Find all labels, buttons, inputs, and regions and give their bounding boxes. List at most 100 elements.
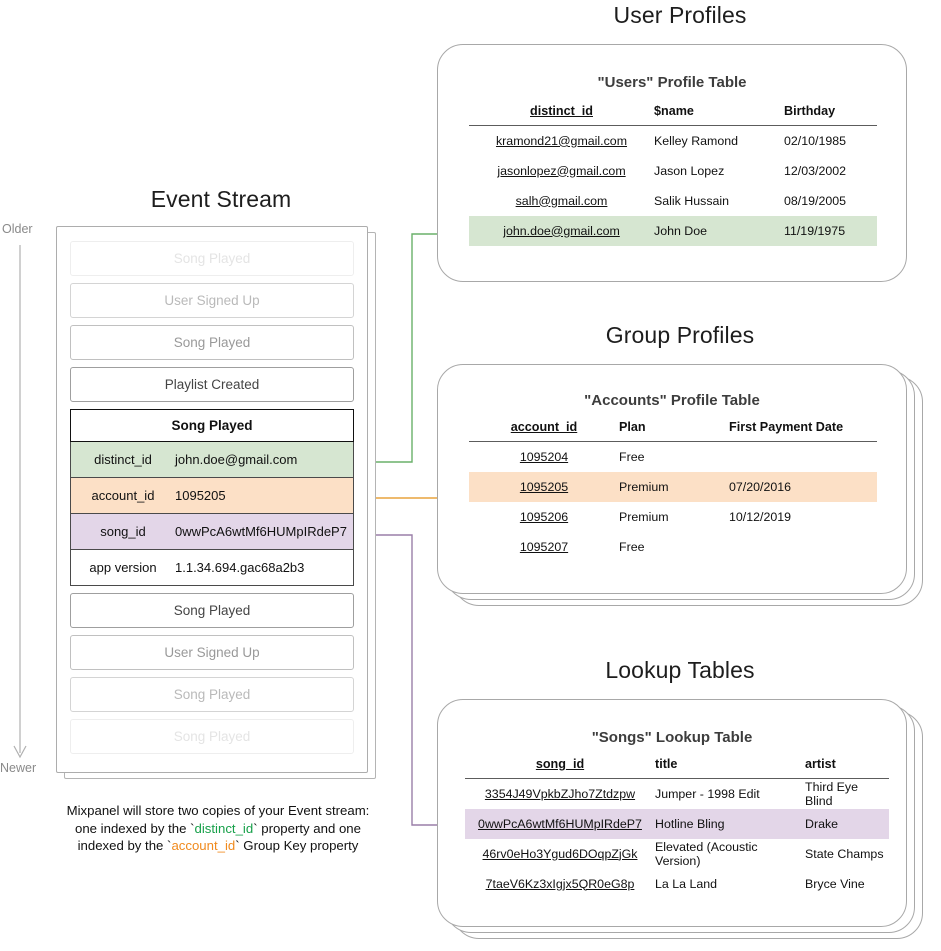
event-item[interactable]: Song Played — [70, 241, 354, 276]
event-item-label: User Signed Up — [164, 293, 260, 308]
selected-event-properties: distinct_id john.doe@gmail.com account_id 1… — [70, 442, 354, 586]
event-property-value: 1.1.34.694.gac68a2b3 — [175, 560, 305, 575]
table-row[interactable]: salh@gmail.com Salik Hussain 08/19/2005 — [469, 186, 877, 216]
table-cell: State Champs — [805, 846, 884, 861]
songs-table[interactable]: song_id title artist 3354J49VpkbZJho7Ztdzp… — [465, 757, 889, 899]
event-item-label: Song Played — [173, 335, 251, 350]
table-cell-key: salh@gmail.com — [515, 193, 608, 208]
event-item[interactable]: Playlist Created — [70, 367, 354, 402]
event-item[interactable]: User Signed Up — [70, 283, 354, 318]
column-header-label: distinct_id — [530, 104, 593, 118]
event-item-label: Song Played — [173, 687, 251, 702]
table-cell: Salik Hussain — [654, 193, 730, 208]
table-cell-key: 7taeV6Kz3xIgjx5QR0eG8p — [485, 876, 635, 891]
event-item[interactable]: Song Played — [70, 593, 354, 628]
table-cell: 0wwPcA6wtMf6HUMpIRdeP7 — [465, 808, 655, 839]
table-cell: Jumper - 1998 Edit — [655, 786, 760, 801]
songs-table-header-row: song_id title artist — [465, 757, 889, 779]
table-cell: 7taeV6Kz3xIgjx5QR0eG8p — [465, 869, 655, 899]
caption-line-2-post: ` property and one — [253, 820, 361, 836]
table-cell: Premium — [619, 509, 669, 524]
event-property-key: distinct_id — [94, 452, 152, 467]
table-cell: 08/19/2005 — [784, 193, 847, 208]
event-property-key: song_id — [100, 524, 146, 539]
column-header: title — [655, 757, 678, 771]
caption-line-2: one indexed by the `distinct_id` propert… — [33, 820, 403, 838]
table-row[interactable]: 46rv0eHo3Ygud6DOqpZjGk Elevated (Acoustic… — [465, 839, 889, 869]
event-stream-caption: Mixpanel will store two copies of your E… — [33, 802, 403, 855]
table-cell-key: 46rv0eHo3Ygud6DOqpZjGk — [482, 846, 638, 861]
caption-line-2-pre: one indexed by the ` — [75, 820, 195, 836]
column-header-label: account_id — [510, 420, 578, 434]
table-cell: 1095207 — [469, 532, 619, 562]
table-cell: 1095204 — [469, 442, 619, 472]
table-cell: Free — [619, 539, 645, 554]
event-item[interactable]: Song Played — [70, 677, 354, 712]
event-property-row: app version 1.1.34.694.gac68a2b3 — [70, 550, 354, 586]
event-item-label: Song Played — [173, 729, 251, 744]
column-header-label: song_id — [535, 757, 585, 771]
event-item-label: Playlist Created — [164, 377, 260, 392]
event-item[interactable]: User Signed Up — [70, 635, 354, 670]
selected-event-card[interactable]: Song Played distinct_id john.doe@gmail.co… — [70, 409, 354, 586]
table-cell-key: jasonlopez@gmail.com — [497, 163, 626, 178]
songs-table-title: "Songs" Lookup Table — [591, 729, 753, 746]
caption-token-distinct-id: distinct_id — [194, 820, 254, 836]
event-item[interactable]: Song Played — [70, 719, 354, 754]
table-cell: jasonlopez@gmail.com — [469, 156, 654, 186]
table-cell: Kelley Ramond — [654, 133, 739, 148]
timeline-older-label: Older — [2, 222, 33, 236]
table-cell: John Doe — [654, 215, 784, 246]
selected-event-title: Song Played — [70, 409, 354, 442]
lookup-tables-title: Lookup Tables — [605, 657, 755, 683]
table-cell: Premium — [619, 471, 729, 502]
column-header: account_id — [469, 420, 619, 442]
event-property-row: distinct_id john.doe@gmail.com — [70, 442, 354, 478]
table-cell: Elevated (Acoustic Version) — [655, 839, 758, 868]
group-profiles-title: Group Profiles — [605, 322, 755, 348]
event-property-key: account_id — [91, 488, 155, 503]
table-cell: Drake — [805, 808, 889, 839]
column-header: distinct_id — [469, 104, 654, 126]
event-property-value: 1095205 — [175, 488, 226, 503]
table-cell: 10/12/2019 — [729, 509, 792, 524]
lookup-tables-panel: "Songs" Lookup Table song_id title artist … — [437, 699, 927, 947]
table-cell-key: 1095204 — [519, 449, 569, 464]
column-header: song_id — [465, 757, 655, 779]
event-property-key: app version — [89, 560, 157, 575]
table-cell-key: 1095205 — [519, 479, 569, 494]
table-cell-key: 1095206 — [519, 509, 569, 524]
table-row[interactable]: 1095206 Premium 10/12/2019 — [469, 502, 877, 532]
caption-line-3-post: ` Group Key property — [235, 838, 359, 853]
column-header: artist — [805, 757, 836, 771]
caption-line-3-pre: indexed by the ` — [77, 838, 172, 853]
table-cell: Hotline Bling — [655, 808, 805, 839]
column-header: First Payment Date — [729, 420, 844, 434]
column-header: $name — [654, 104, 694, 118]
accounts-table-title: "Accounts" Profile Table — [584, 392, 760, 409]
event-property-value: john.doe@gmail.com — [175, 452, 298, 467]
event-item[interactable]: Song Played — [70, 325, 354, 360]
caption-token-account-id: account_id — [171, 838, 236, 853]
table-cell: salh@gmail.com — [469, 186, 654, 216]
